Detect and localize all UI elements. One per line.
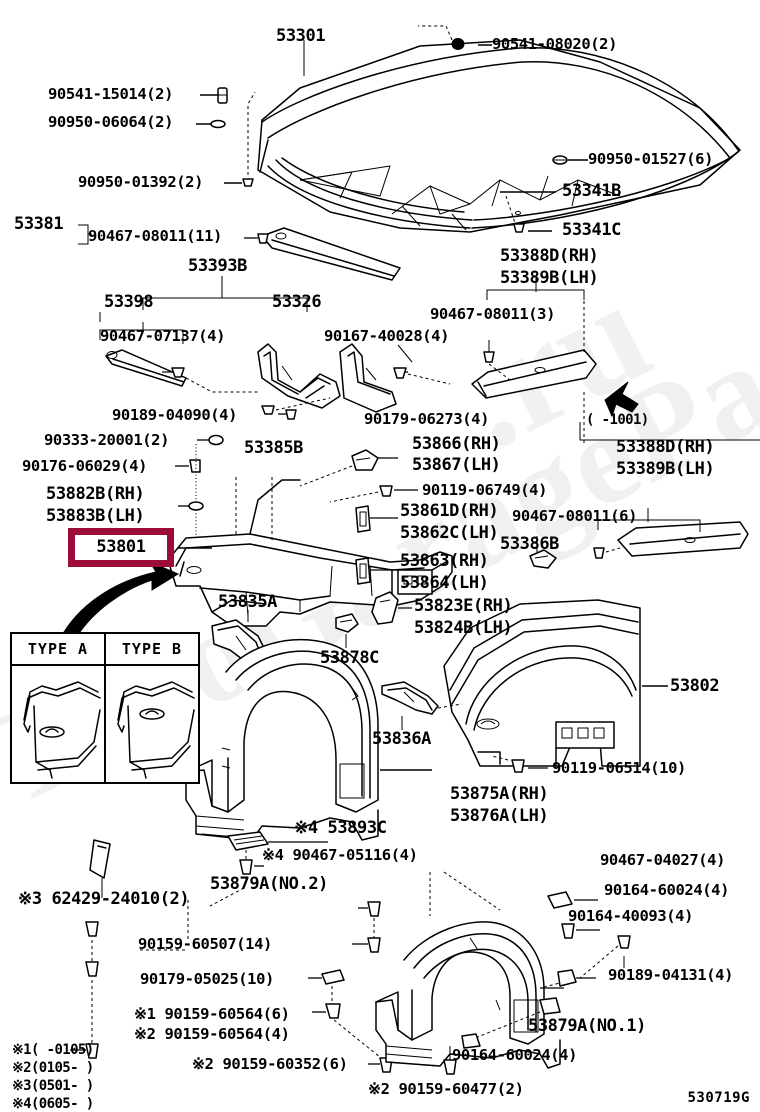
upper-brace-art [471,349,597,399]
label-part-53862c-lh: 53862C(LH) [400,523,499,543]
wheel-liner-art [185,638,379,841]
label-part-62429-24010: ※3 62429-24010(2) [18,889,190,909]
clip-53878c-art [335,613,359,633]
label-clip-90467-05116: ※4 90467-05116(4) [262,846,418,864]
label-part-53386b: 53386B [500,534,560,554]
label-part-53326: 53326 [272,292,322,312]
label-clip-90950-01392: 90950-01392(2) [78,173,204,191]
bracket-53835a-art [211,619,269,669]
hood-hinge-art [257,343,341,409]
label-clip-90189-04131: 90189-04131(4) [608,966,734,984]
legend-item-1: ※1( -0105) [12,1042,94,1058]
label-part-53866-rh: 53866(RH) [412,434,501,454]
diagram-code: 530719G [687,1090,750,1106]
label-part-53836a: 53836A [372,729,432,749]
clip-53823e-art [371,591,399,625]
clip-53863-art [355,557,371,585]
label-nut-90333-20001: 90333-20001(2) [44,431,170,449]
label-clip-90950-06064: 90950-06064(2) [48,113,174,131]
label-hood: 53301 [276,26,326,46]
label-clip-53341c: 53341C [562,220,622,240]
label-clip-90467-08011-6: 90467-08011(6) [512,507,638,525]
label-part-53823e-rh: 53823E(RH) [414,596,513,616]
label-bolt-90119-06514: 90119-06514(10) [552,759,686,777]
label-part-53801: 53801 [96,537,146,557]
label-bolt-90541-08020: 90541-08020(2) [492,35,618,53]
label-clip-90164-40093: 90164-40093(4) [568,907,694,925]
label-liner-53875a-rh: 53875A(RH) [450,784,549,804]
label-clip-90159-60564-4: ※2 90159-60564(4) [134,1025,290,1043]
label-clip-90164-60024-a: 90164-60024(4) [604,881,730,899]
label-part-53883b-lh: 53883B(LH) [46,506,145,526]
label-bracket-53388d-rh: 53388D(RH) [500,246,599,266]
label-bracket2-53388d-rh: 53388D(RH) [616,437,715,457]
label-part-53879a-no2: 53879A(NO.2) [210,874,329,894]
type-variant-inset: TYPE A TYPE B [10,632,200,784]
label-clip-90467-08011-3: 90467-08011(3) [430,305,556,323]
label-clip-90167-40028: 90167-40028(4) [324,327,450,345]
label-clip-90467-04027: 90467-04027(4) [600,851,726,869]
label-clip-90159-60477: ※2 90159-60477(2) [368,1080,524,1098]
label-bolt-90541-15014: 90541-15014(2) [48,85,174,103]
label-part-53864-lh: 53864(LH) [400,573,489,593]
label-screw-90119-06749: 90119-06749(4) [422,481,548,499]
cowl-strip-art [261,227,401,281]
label-clip-90179-05025: 90179-05025(10) [140,970,274,988]
label-bolt-90189-04090: 90189-04090(4) [112,406,238,424]
legend-item-3: ※3(0501- ) [12,1078,94,1094]
label-part-53863-rh: 53863(RH) [400,551,489,571]
strut-rod-art [105,349,187,387]
label-clip-90950-01527: 90950-01527(6) [588,150,714,168]
label-part-53393b: 53393B [188,256,248,276]
label-screw-90179-06273: 90179-06273(4) [364,410,490,428]
label-clip-90159-60564-6: ※1 90159-60564(6) [134,1005,290,1023]
label-clip-90467-08011-11: 90467-08011(11) [88,227,222,245]
label-part-53867-lh: 53867(LH) [412,455,501,475]
label-bracket2-53389b-lh: 53389B(LH) [616,459,715,479]
label-liner-53876a-lh: 53876A(LH) [450,806,549,826]
label-part-53824b-lh: 53824B(LH) [414,618,513,638]
highlighted-part-53801[interactable]: 53801 [68,528,174,567]
legend-item-2: ※2(0105- ) [12,1060,94,1076]
label-clip-90159-60352: ※2 90159-60352(6) [192,1055,348,1073]
lower-brace-art [617,521,749,557]
label-part-53835a: 53835A [218,592,278,612]
bracket-53836a-art [381,681,439,715]
label-part-53398: 53398 [104,292,154,312]
clip-53861d-art [355,505,371,533]
type-a-header: TYPE A [12,634,106,664]
label-note-range: ( -1001) [586,412,649,428]
type-b-illustration [106,666,198,784]
label-part-53878c: 53878C [320,648,380,668]
label-clip-90159-60507: 90159-60507(14) [138,935,272,953]
type-b-header: TYPE B [121,640,183,658]
legend-item-4: ※4(0605- ) [12,1096,94,1112]
hood-art [257,39,741,233]
label-part-53879a-no1: 53879A(NO.1) [528,1016,647,1036]
clip-53866-art [351,449,379,471]
label-bracket-53389b-lh: 53389B(LH) [500,268,599,288]
hood-hinge-art-2 [339,343,397,413]
label-part-53385b: 53385B [244,438,304,458]
label-clip-90164-60024-b: 90164-60024(4) [452,1046,578,1064]
label-insulator-53341b: 53341B [562,181,622,201]
label-part-53893c: ※4 53893C [294,818,387,838]
label-part-53381: 53381 [14,214,64,234]
label-fender-53802: 53802 [670,676,720,696]
label-clip-90467-07137: 90467-07137(4) [100,327,226,345]
label-part-53861d-rh: 53861D(RH) [400,501,499,521]
label-part-53882b-rh: 53882B(RH) [46,484,145,504]
type-a-illustration [12,666,106,784]
label-grommet-90176-06029: 90176-06029(4) [22,457,148,475]
